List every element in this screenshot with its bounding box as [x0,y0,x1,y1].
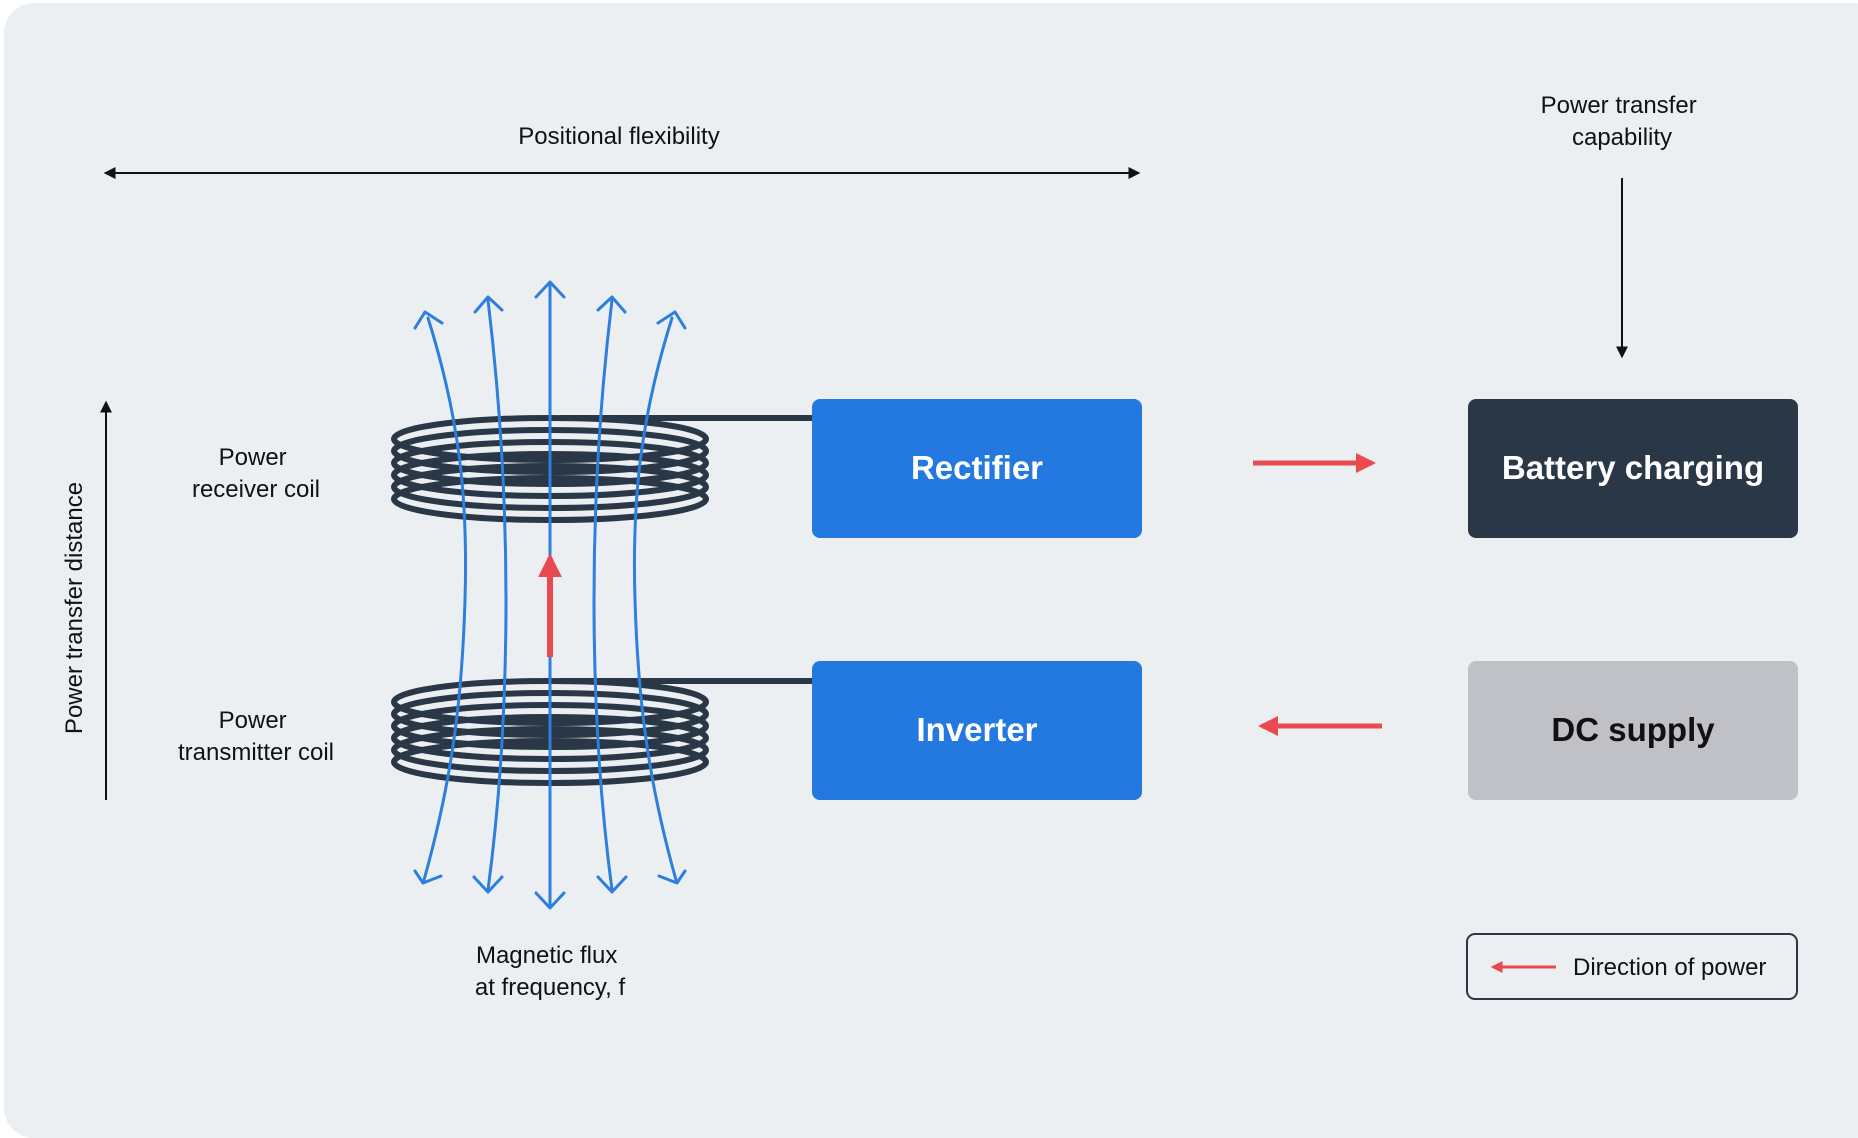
legend: Direction of power [1466,933,1798,1000]
power-transfer-distance-label: Power transfer distance [61,482,88,734]
inverter-box [812,661,1142,800]
dc-supply-box [1468,661,1798,800]
flux-line [486,298,508,892]
flux-arrowhead [596,295,627,314]
flux-line [592,298,614,892]
rectifier-box [812,399,1142,538]
flux-arrowhead [534,280,566,299]
receiver-coil-label: Power receiver coil [192,444,320,503]
flux-arrowhead [534,891,566,910]
battery-charging-box [1468,399,1798,538]
legend-label: Direction of power [1573,954,1766,981]
legend-box [1466,933,1798,1000]
rectifier-label: Rectifier [911,449,1043,486]
flux-arrowhead [413,310,444,330]
flux-arrowhead [596,875,628,894]
magnetic-flux-lines [413,280,687,910]
magnetic-flux-label: Magnetic flux at frequency, f [475,942,626,1001]
diagram-background [4,3,1858,1138]
inverter-label: Inverter [916,711,1037,748]
flux-arrowhead [656,310,687,330]
battery-charging-label: Battery charging [1502,449,1764,486]
flux-line [422,316,468,882]
flux-arrowhead [472,875,504,894]
flux-line [632,316,678,882]
power-transfer-capability-label: Power transfer capability [1541,92,1704,151]
positional-flexibility-label: Positional flexibility [518,123,719,150]
transmitter-coil-label: Power transmitter coil [178,707,334,766]
flux-arrowhead [657,869,687,885]
flux-arrowhead [473,295,504,314]
dc-supply-label: DC supply [1551,711,1715,748]
flux-arrowhead [413,869,443,885]
